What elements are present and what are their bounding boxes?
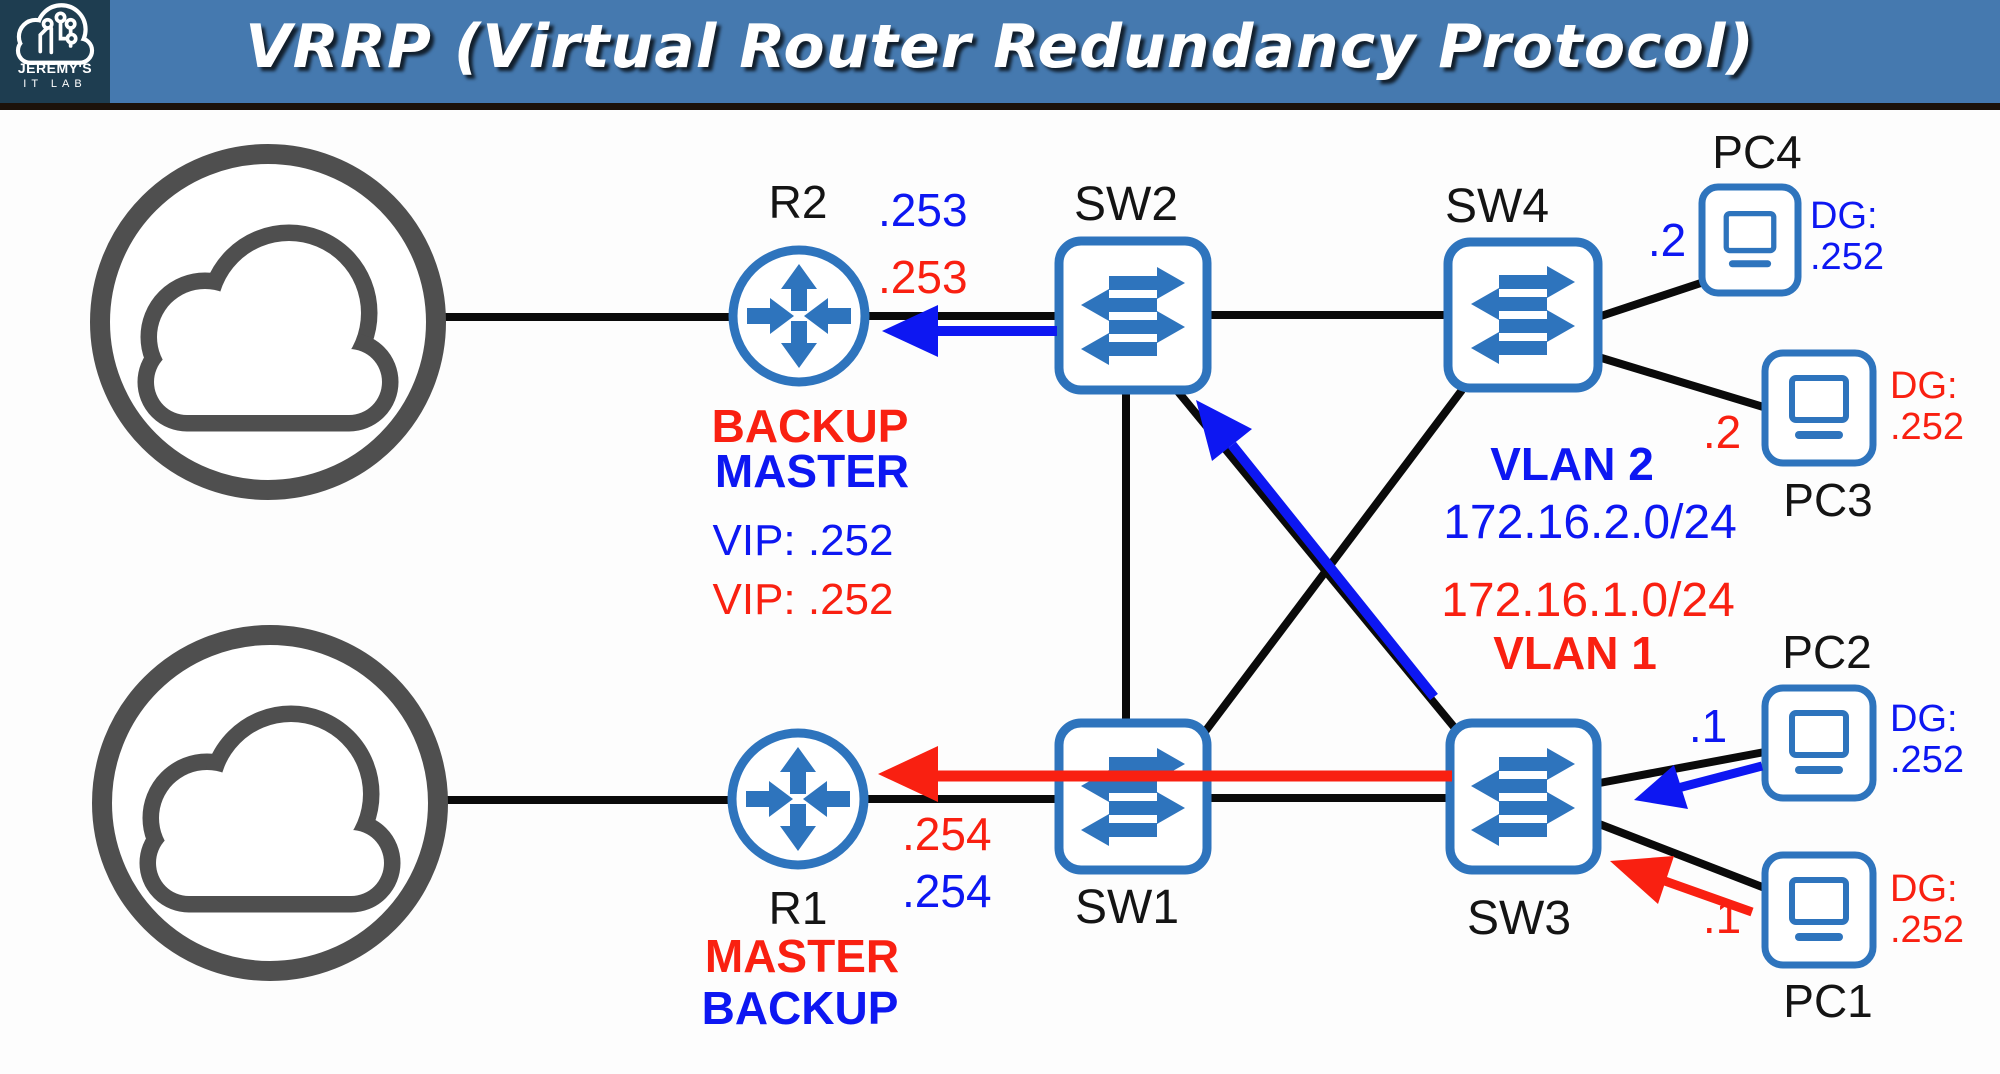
vlan2-subnet: 172.16.2.0/24 [1443,496,1737,549]
pc4-default-gateway: DG: .252 [1810,196,1884,278]
sw4-name: SW4 [1444,180,1550,233]
vlan2-label: VLAN 2 [1490,438,1654,490]
r2-vlan2-ip: .253 [878,184,968,236]
link-sw3-pc2 [1593,747,1771,788]
jeremys-it-lab-logo: JEREMY'S IT LAB [0,0,110,103]
vlan2-vip: VIP: .252 [712,516,894,565]
dg-label: DG: [1890,868,1958,910]
dg-value: .252 [1890,909,1964,951]
router-r1 [727,728,869,870]
pc-pc3 [1761,349,1877,467]
pc-pc1 [1761,851,1877,969]
vlan1-vip: VIP: .252 [712,575,894,624]
internet-cloud-bottom [92,625,448,981]
switch-sw2 [1054,236,1212,395]
vlan1-arrow-sw3-to-r1 [878,746,1452,802]
sw1-name: SW1 [1074,881,1180,934]
pc1-default-gateway: DG: .252 [1890,869,1964,951]
vlan1-label: VLAN 1 [1493,627,1657,679]
pc-pc2 [1761,684,1877,802]
dg-value: .252 [1890,739,1964,781]
link-sw4-sw1 [1200,387,1466,736]
switch-sw3 [1445,718,1602,875]
switch-sw1 [1054,718,1212,875]
link-sw4-pc3 [1593,352,1772,413]
logo-text-line1: JEREMY'S [17,60,93,76]
pc2-ip: .1 [1688,700,1728,752]
pc1-name: PC1 [1783,975,1873,1027]
vlan2-arrow-sw2-to-r2 [882,305,1057,357]
vlan2-arrow-sw3-to-sw2 [1196,400,1438,701]
vlan1-arrow-pc1-to-sw3 [1610,856,1754,917]
pc1-ip: .1 [1702,891,1742,943]
pc4-ip: .2 [1647,214,1687,266]
vlan2-arrow-pc2-to-sw3 [1634,761,1764,809]
pc-pc4 [1698,183,1802,297]
title-banner: VRRP (Virtual Router Redundancy Protocol… [0,0,2000,110]
r2-name: R2 [768,176,828,228]
logo-text-line2: IT LAB [23,78,87,90]
pc4-name: PC4 [1712,126,1802,178]
r1-vlan2-role: BACKUP [701,982,899,1034]
dg-label: DG: [1810,195,1878,237]
pc2-default-gateway: DG: .252 [1890,699,1964,781]
pc3-name: PC3 [1783,474,1873,526]
link-sw3-pc1 [1592,818,1772,894]
internet-cloud-top [90,144,446,500]
sw3-name: SW3 [1466,892,1572,945]
r2-vlan1-ip: .253 [878,251,968,303]
pc3-default-gateway: DG: .252 [1890,366,1964,448]
dg-value: .252 [1890,406,1964,448]
dg-label: DG: [1890,698,1958,740]
r1-name: R1 [768,882,828,934]
router-r2 [728,245,870,387]
switch-sw4 [1443,237,1603,393]
dg-label: DG: [1890,365,1958,407]
vlan1-subnet: 172.16.1.0/24 [1441,574,1735,627]
logo-cloud-circuit-icon [15,3,95,65]
r1-vlan1-ip: .254 [902,808,992,860]
pc3-ip: .2 [1702,406,1742,458]
r1-vlan1-role: MASTER [704,930,900,982]
page-title: VRRP (Virtual Router Redundancy Protocol… [245,12,1755,82]
r2-vlan2-role: MASTER [714,445,910,497]
pc2-name: PC2 [1782,626,1872,678]
sw2-name: SW2 [1073,178,1179,231]
dg-value: .252 [1810,236,1884,278]
r1-vlan2-ip: .254 [902,865,992,917]
r2-vlan1-role: BACKUP [711,400,909,452]
